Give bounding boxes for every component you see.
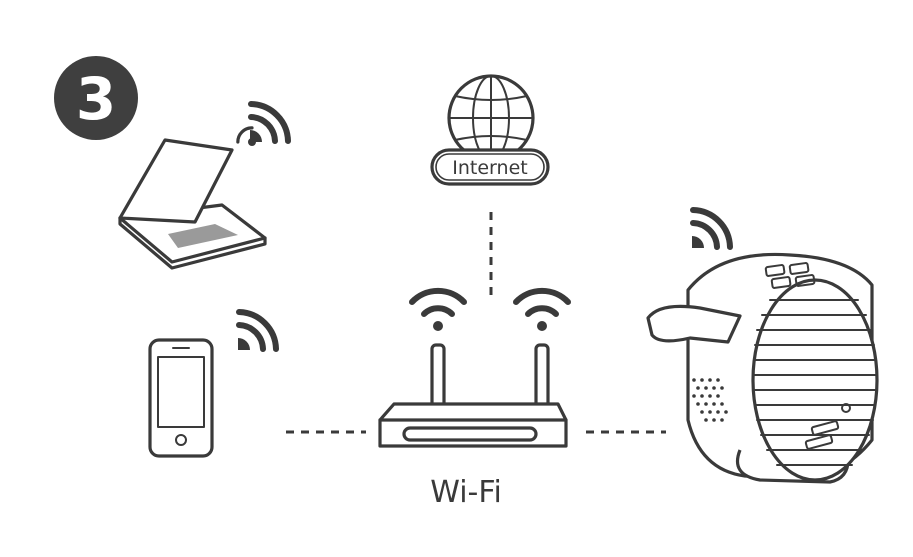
router-wifi-right-icon: [513, 287, 571, 331]
projector-wifi-signal-icon: [690, 207, 733, 250]
globe-icon: [447, 74, 535, 162]
phone-wifi-signal-icon: [236, 309, 279, 352]
projector-icon: [646, 252, 879, 484]
step-number: 3: [76, 65, 116, 133]
smartphone-icon: [148, 338, 214, 458]
laptop-icon: [118, 138, 267, 270]
router-icon: [378, 343, 568, 448]
step-badge: 3: [54, 56, 138, 140]
projector-grille: [753, 299, 877, 466]
projector-speaker: [692, 378, 728, 422]
projector-ports: [804, 403, 851, 450]
router-wifi-left-icon: [409, 287, 467, 331]
internet-label: Internet: [452, 157, 527, 179]
projector-buttons: [764, 262, 816, 289]
laptop-wifi-signal-icon: [248, 101, 291, 144]
projector-strap: [646, 304, 742, 344]
router-label: Wi-Fi: [430, 475, 502, 510]
internet-label-pill: Internet: [430, 148, 550, 186]
